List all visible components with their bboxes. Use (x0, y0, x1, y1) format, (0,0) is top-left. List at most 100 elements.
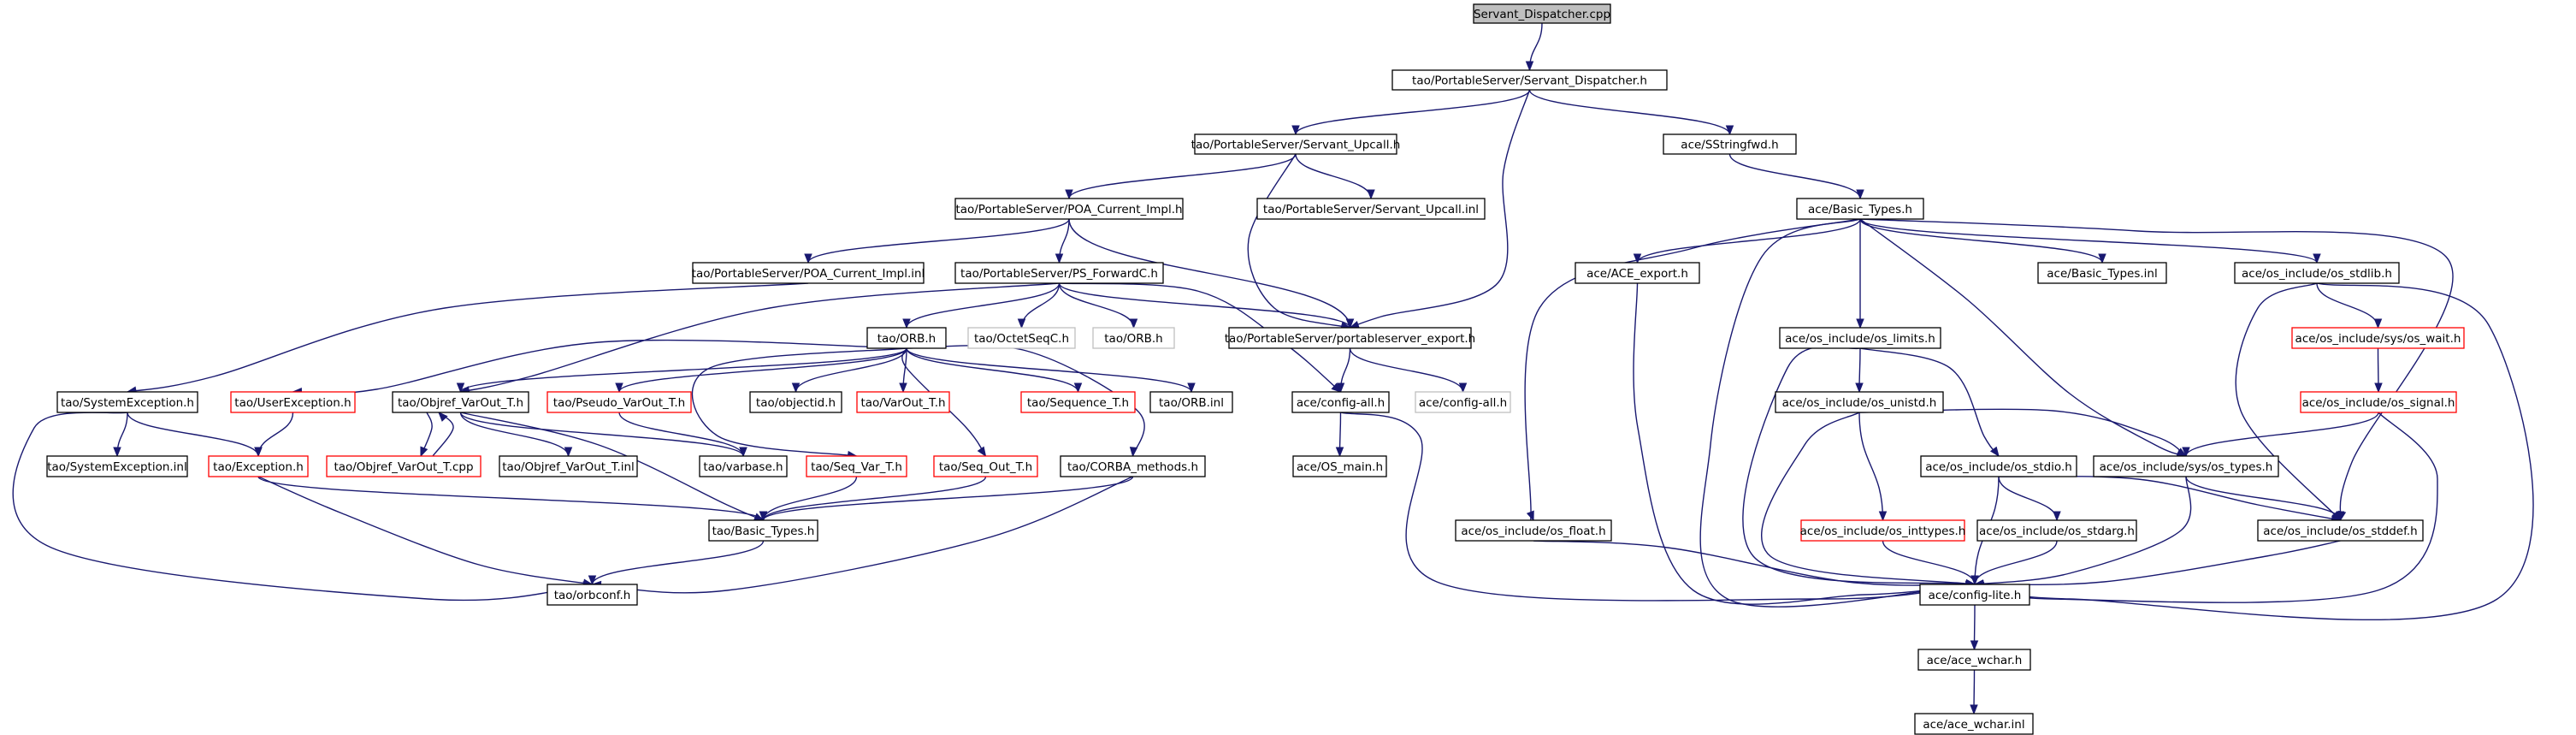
include-file-node[interactable]: tao/UserException.h (230, 391, 356, 413)
include-file-node[interactable]: ace/os_include/os_inttypes.h (1800, 519, 1966, 542)
edge-n6-to-n42 (1524, 218, 1861, 531)
edge-line (460, 412, 764, 521)
arrow-head-icon (1633, 253, 1642, 264)
edge-line (2235, 282, 2342, 521)
include-file-node[interactable]: tao/PortableServer/Servant_Dispatcher.h (1391, 69, 1668, 91)
node-label: tao/Sequence_T.h (1027, 396, 1129, 410)
arrow-head-icon (438, 412, 448, 422)
include-file-node[interactable]: ace/os_include/sys/os_wait.h (2291, 327, 2465, 349)
arrow-head-icon (1335, 447, 1344, 458)
edge-line (762, 476, 987, 521)
include-file-node[interactable]: tao/PortableServer/POA_Current_Impl.inl (692, 262, 925, 284)
edge-n29-to-n47 (1973, 412, 2438, 603)
node-label: ace/os_include/os_stddef.h (2263, 525, 2417, 538)
include-file-node[interactable]: tao/Seq_Out_T.h (933, 455, 1038, 477)
edge-n8-to-n15 (1058, 282, 1355, 329)
edge-n3-to-n6 (1728, 153, 1864, 200)
node-label: tao/PortableServer/POA_Current_Impl.inl (692, 267, 925, 281)
include-file-node[interactable]: tao/SystemException.inl (46, 455, 188, 477)
node-label: tao/varbase.h (703, 460, 783, 474)
include-file-node[interactable]: ace/os_include/os_stdio.h (1920, 455, 2077, 477)
node-box (547, 584, 638, 606)
include-file-node[interactable]: ace/os_include/os_float.h (1455, 519, 1612, 542)
edge-line (1728, 153, 1861, 199)
edge-line (762, 476, 1134, 521)
node-box (1020, 391, 1136, 413)
node-box (967, 327, 1076, 349)
include-file-node[interactable]: ace/os_include/os_stdarg.h (1976, 519, 2137, 542)
node-label: ace/os_include/os_stdio.h (1925, 460, 2072, 474)
include-file-node[interactable]: tao/CORBA_methods.h (1060, 455, 1206, 477)
include-file-node[interactable]: tao/ORB.h (866, 327, 947, 349)
include-file-node[interactable]: tao/OctetSeqC.h (967, 327, 1076, 349)
include-file-node[interactable]: tao/PortableServer/Servant_Upcall.inl (1256, 198, 1486, 220)
include-file-node[interactable]: ace/ACE_export.h (1575, 262, 1700, 284)
node-box (856, 391, 950, 413)
node-label: tao/Basic_Types.h (712, 525, 815, 538)
arrow-head-icon (1878, 511, 1888, 522)
include-file-node[interactable]: tao/ORB.inl (1149, 391, 1233, 413)
edge-n8-to-n12 (902, 282, 1061, 329)
edge-line (1295, 89, 1531, 135)
include-file-node[interactable]: tao/Sequence_T.h (1020, 391, 1136, 413)
edge-n1-to-n3 (1528, 89, 1734, 136)
include-file-node[interactable]: ace/config-all.h (1415, 391, 1511, 413)
include-file-node[interactable]: ace/ace_wchar.h (1917, 649, 2031, 671)
edge-line (1633, 282, 1976, 605)
include-file-node[interactable]: ace/os_include/os_unistd.h (1775, 391, 1944, 413)
edge-n16-to-n28 (1855, 347, 1864, 394)
include-file-node[interactable]: tao/objectid.h (749, 391, 842, 413)
node-box (2234, 262, 2400, 284)
include-file-node[interactable]: tao/varbase.h (699, 455, 788, 477)
node-label: tao/OctetSeqC.h (974, 332, 1069, 346)
include-file-node[interactable]: ace/OS_main.h (1292, 455, 1387, 477)
include-file-node[interactable]: ace/os_include/os_stdlib.h (2234, 262, 2400, 284)
node-box (1455, 519, 1612, 542)
include-file-node[interactable]: ace/os_include/os_limits.h (1779, 327, 1941, 349)
edge-line (459, 347, 907, 393)
include-file-node[interactable]: tao/PortableServer/portableserver_export… (1225, 327, 1476, 349)
edge-n20-to-n34 (459, 412, 747, 458)
edge-n12-to-n24 (906, 347, 1083, 394)
include-file-node[interactable]: tao/Basic_Types.h (708, 519, 818, 542)
edge-line (1974, 540, 2058, 585)
edge-n4-to-n8 (1055, 218, 1070, 264)
node-box (954, 198, 1184, 220)
include-file-node[interactable]: ace/SStringfwd.h (1663, 133, 1797, 155)
edge-n48-to-n49 (1970, 669, 1978, 715)
include-file-node[interactable]: tao/ORB.h (1092, 327, 1175, 349)
edge-n45-to-n47 (1973, 540, 2341, 589)
node-label: tao/SystemException.h (61, 396, 194, 410)
include-file-node[interactable]: tao/Seq_Var_T.h (806, 455, 907, 477)
include-file-node[interactable]: ace/Basic_Types.inl (2037, 262, 2167, 284)
include-file-node[interactable]: tao/orbconf.h (547, 584, 638, 606)
edge-line (1068, 218, 1351, 329)
edge-line (906, 347, 1079, 393)
include-file-node[interactable]: ace/config-lite.h (1919, 584, 2030, 606)
include-file-node[interactable]: tao/PortableServer/Servant_Upcall.h (1191, 133, 1401, 155)
include-file-node[interactable]: ace/os_include/sys/os_types.h (2093, 455, 2279, 477)
include-file-node[interactable]: ace/ace_wchar.inl (1914, 713, 2034, 735)
include-file-node[interactable]: ace/Basic_Types.h (1796, 198, 1924, 220)
include-file-node[interactable]: tao/SystemException.h (56, 391, 198, 413)
include-file-node[interactable]: tao/Objref_VarOut_T.h (392, 391, 529, 413)
include-file-node[interactable]: tao/Objref_VarOut_T.inl (499, 455, 638, 477)
include-file-node[interactable]: tao/VarOut_T.h (856, 391, 950, 413)
include-file-node[interactable]: ace/os_include/os_stddef.h (2257, 519, 2424, 542)
include-file-node[interactable]: ace/config-all.h (1291, 391, 1390, 413)
include-file-node[interactable]: tao/PortableServer/POA_Current_Impl.h (954, 198, 1184, 220)
edge-n20-to-n32 (420, 412, 433, 458)
node-label: tao/PortableServer/portableserver_export… (1225, 332, 1476, 346)
include-file-node[interactable]: tao/Pseudo_VarOut_T.h (547, 391, 692, 413)
include-file-node[interactable]: tao/PortableServer/PS_ForwardC.h (954, 262, 1164, 284)
node-label: ace/ace_wchar.inl (1923, 718, 2024, 732)
node-box (954, 262, 1164, 284)
include-file-node[interactable]: ace/os_include/os_signal.h (2300, 391, 2457, 413)
node-box (208, 455, 309, 477)
edge-n12-to-n37 (906, 345, 1145, 458)
edge-n42-to-n47 (1533, 540, 1976, 589)
edge-line (592, 476, 1133, 594)
include-file-node[interactable]: tao/Objref_VarOut_T.cpp (326, 455, 482, 477)
include-file-node[interactable]: tao/Exception.h (208, 455, 309, 477)
edge-n18-to-n46 (12, 412, 594, 602)
